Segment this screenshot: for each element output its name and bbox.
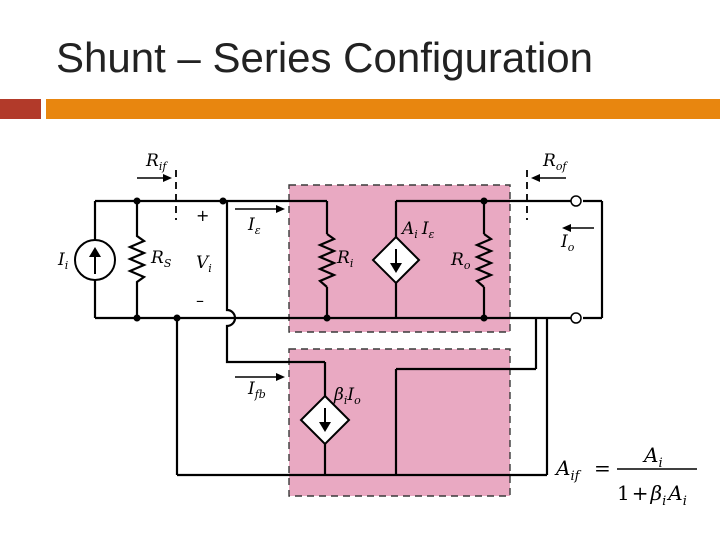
slide-title: Shunt – Series Configuration (56, 34, 593, 81)
output-resistor (474, 233, 494, 288)
output-terminal-bottom (570, 312, 582, 324)
label-minus: – (196, 291, 204, 310)
label-r-i: Ri (336, 248, 353, 270)
svg-text:Aif: Aif (554, 456, 582, 484)
label-r-of: Rof (542, 151, 568, 173)
label-i-i: Ii (57, 250, 68, 272)
title-accent-bar-red (0, 99, 41, 119)
output-terminal-top (570, 195, 582, 207)
feedback-current-source (299, 394, 351, 446)
svg-text:Ai: Ai (642, 443, 663, 471)
dependent-current-source (371, 235, 421, 285)
label-i-epsilon: Iε (247, 215, 261, 237)
label-plus: + (196, 206, 209, 225)
label-r-s: RS (150, 248, 172, 270)
svg-text:=: = (594, 456, 611, 480)
input-current-source (74, 201, 116, 318)
input-resistor (317, 233, 337, 288)
label-r-if: Rif (145, 151, 168, 173)
label-r-o: Ro (450, 250, 471, 272)
label-i-o: Io (560, 232, 575, 254)
label-v-i: Vi (196, 253, 212, 275)
label-beta-io: βiIo (333, 385, 361, 407)
title-accent-bar-orange (46, 99, 720, 119)
label-i-fb: Ifb (247, 379, 266, 401)
source-resistor (127, 201, 147, 318)
